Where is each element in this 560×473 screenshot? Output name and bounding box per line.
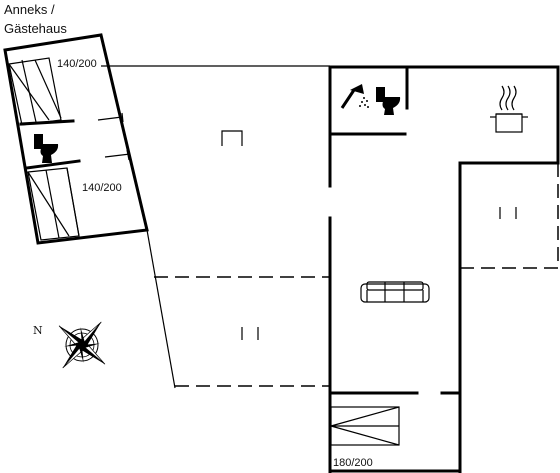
annex-title: Anneks / Gästehaus <box>4 2 67 36</box>
main-bed <box>330 406 400 446</box>
outdoor-chair-icon <box>221 130 243 146</box>
toilet-icon <box>376 87 401 115</box>
sofa-icon <box>360 281 430 303</box>
toilet-icon <box>34 134 59 163</box>
outdoor-table-icon <box>499 207 517 219</box>
annex-bed-lower-size: 140/200 <box>82 182 122 194</box>
annex-title-line-1: Anneks / <box>4 2 55 17</box>
annex-title-line-2: Gästehaus <box>4 21 67 36</box>
main-bed-size: 180/200 <box>333 457 373 469</box>
main-house-walls <box>328 65 560 473</box>
shower-icon <box>340 84 369 109</box>
compass-rose-icon <box>58 321 106 369</box>
terrace-edge-left <box>146 229 176 389</box>
annex-bed-upper <box>8 57 62 126</box>
annex-bed-lower <box>27 167 80 241</box>
cooking-pot-icon <box>490 85 528 133</box>
terrace-right <box>460 163 559 269</box>
compass-north-label: N <box>33 324 43 337</box>
outdoor-table-icon <box>241 327 259 340</box>
annex-bed-upper-size: 140/200 <box>57 58 97 70</box>
